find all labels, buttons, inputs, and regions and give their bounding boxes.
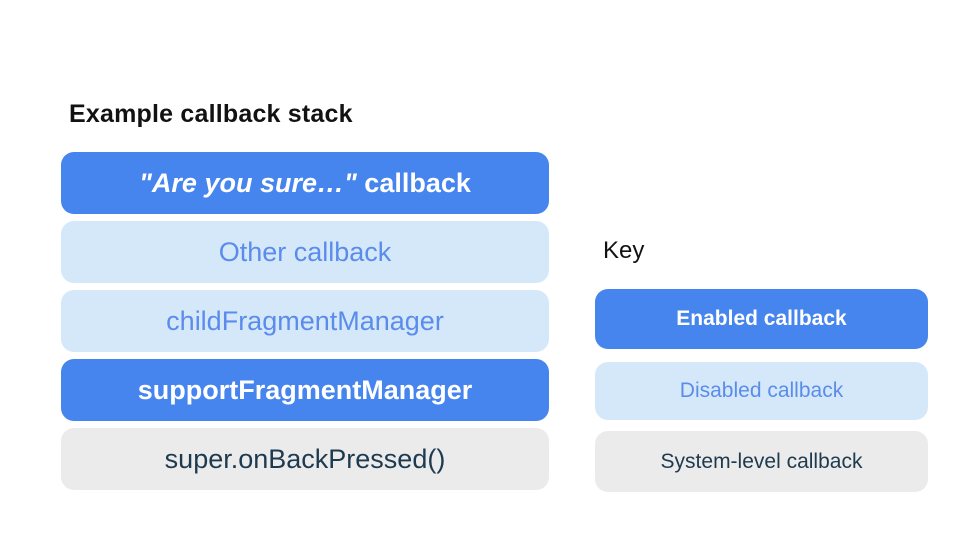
key-item-system-level-callback: System-level callback	[595, 431, 928, 492]
key-heading: Key	[603, 237, 645, 264]
stack-title: Example callback stack	[69, 100, 353, 128]
key-item-label: Enabled callback	[676, 307, 847, 330]
stack-box-label-emphasis: "Are you sure…"	[139, 167, 357, 198]
stack-box-label: supportFragmentManager	[137, 374, 473, 405]
stack-box-other-callback: Other callback	[61, 221, 549, 283]
key-item-disabled-callback: Disabled callback	[595, 362, 928, 420]
stack-box-support-fragment-manager: supportFragmentManager	[61, 359, 549, 421]
stack-box-label: Other callback	[218, 236, 392, 267]
stack-box-super-on-back-pressed: super.onBackPressed()	[61, 428, 549, 490]
stack-box-label: childFragmentManager	[166, 305, 444, 336]
stack-box-label: super.onBackPressed()	[164, 443, 446, 474]
key-item-label: Disabled callback	[679, 379, 844, 402]
key-item-label: System-level callback	[660, 449, 863, 473]
key-item-enabled-callback: Enabled callback	[595, 289, 928, 349]
stack-box-are-you-sure-callback: "Are you sure…" callback	[61, 152, 549, 214]
stack-box-label: callback	[356, 167, 471, 198]
stack-box-child-fragment-manager: childFragmentManager	[61, 290, 549, 352]
